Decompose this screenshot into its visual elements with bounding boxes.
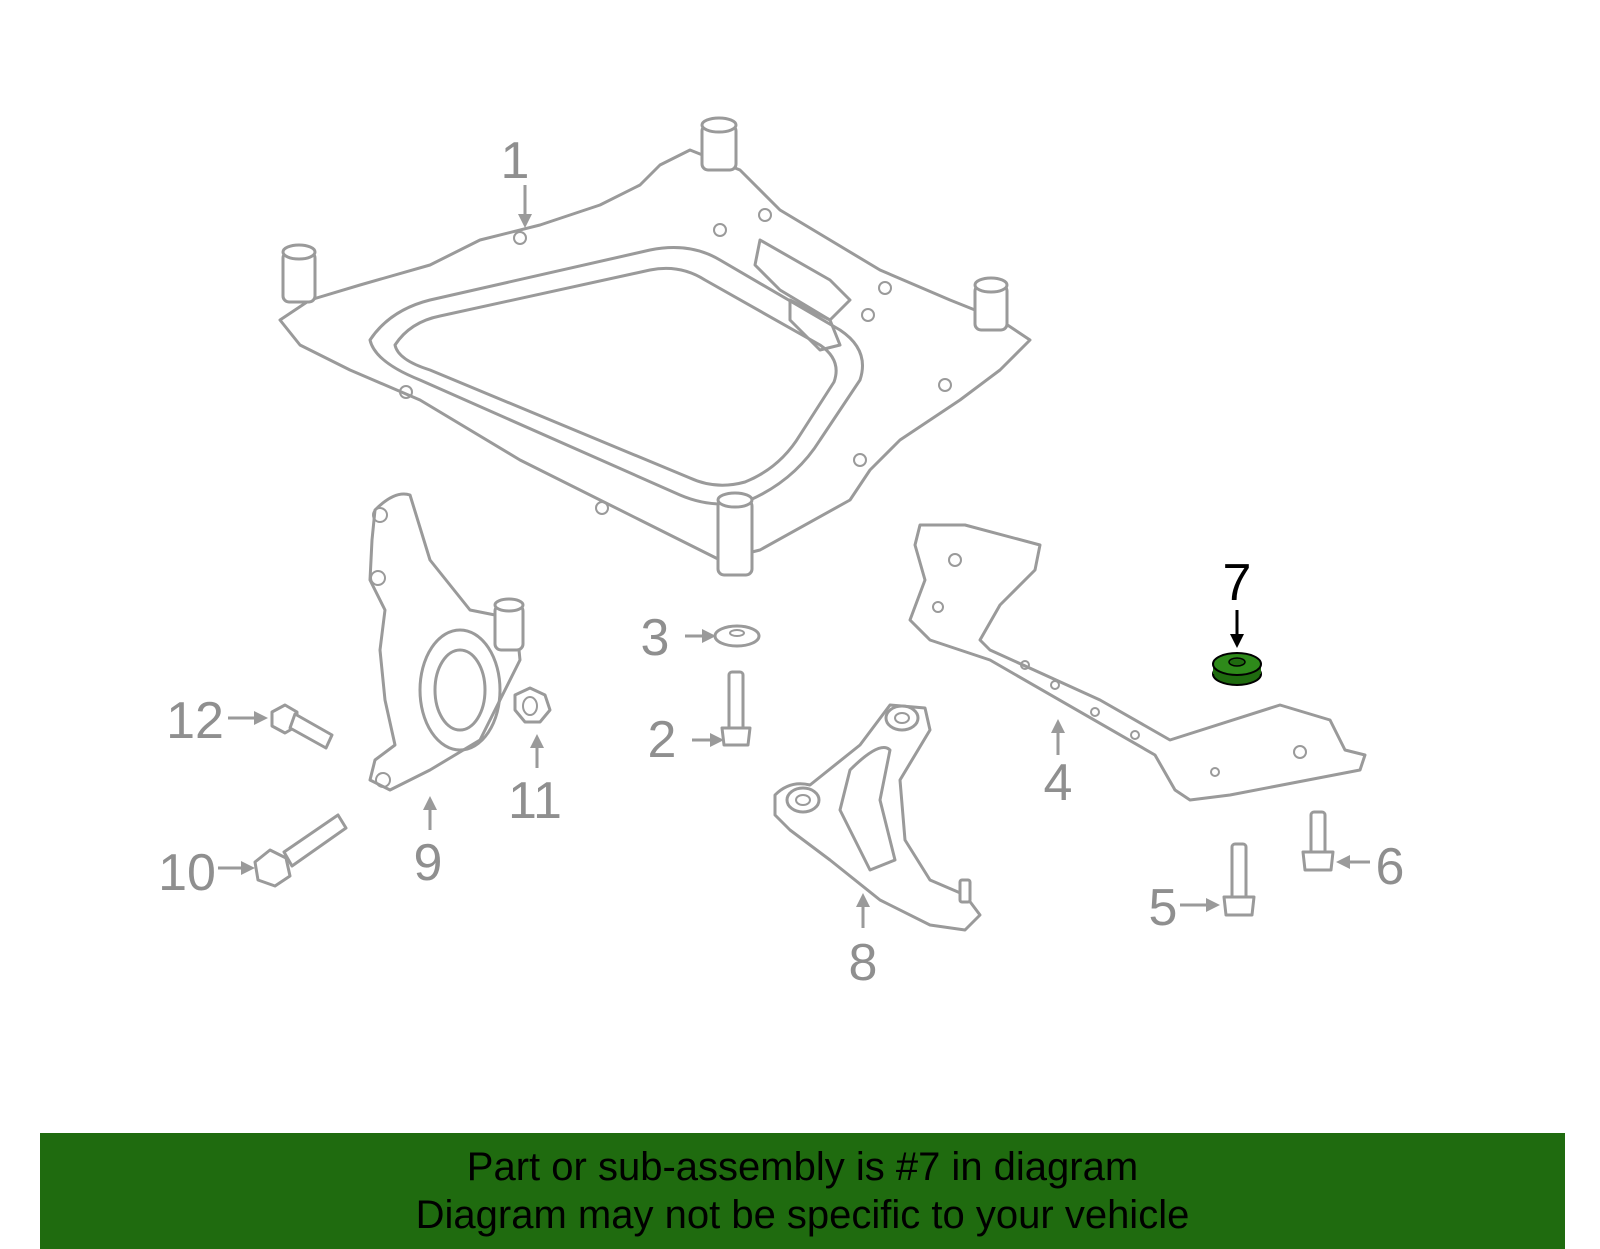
parts-diagram: 1 2 3 4 5 6 7 8 9 10 11 12 <box>158 116 1404 992</box>
callout-6: 6 <box>1376 838 1405 896</box>
part-7-bushing-highlighted[interactable] <box>1212 652 1262 686</box>
callout-7-highlighted: 7 <box>1223 554 1252 612</box>
part-9-knuckle[interactable] <box>368 492 525 792</box>
callout-labels: 1 2 3 4 5 6 7 8 9 10 11 12 <box>158 132 1404 992</box>
part-4-member[interactable] <box>908 523 1367 802</box>
callout-12: 12 <box>166 692 224 750</box>
part-8-control-arm[interactable] <box>773 703 982 932</box>
callout-9: 9 <box>414 834 443 892</box>
callout-10: 10 <box>158 844 216 902</box>
callout-11: 11 <box>508 772 562 830</box>
part-11-nut[interactable] <box>513 686 552 724</box>
callout-3: 3 <box>641 609 670 667</box>
callout-2: 2 <box>648 711 677 769</box>
callout-5: 5 <box>1149 879 1178 937</box>
banner-line-part-number: Part or sub-assembly is #7 in diagram <box>466 1145 1139 1189</box>
part-1-subframe[interactable] <box>278 116 1032 577</box>
part-10-bolt[interactable] <box>253 813 348 888</box>
info-banner: Part or sub-assembly is #7 in diagram Di… <box>40 1133 1565 1249</box>
callout-arrows <box>218 185 1370 928</box>
part-3-washer[interactable] <box>713 624 761 648</box>
callout-8: 8 <box>849 934 878 992</box>
part-2-bolt[interactable] <box>720 670 752 747</box>
callout-4: 4 <box>1044 754 1073 812</box>
part-12-bolt[interactable] <box>270 703 334 750</box>
part-5-bolt[interactable] <box>1222 842 1256 917</box>
banner-line-disclaimer: Diagram may not be specific to your vehi… <box>415 1193 1190 1237</box>
callout-1: 1 <box>501 132 530 190</box>
part-6-bolt[interactable] <box>1301 810 1335 872</box>
